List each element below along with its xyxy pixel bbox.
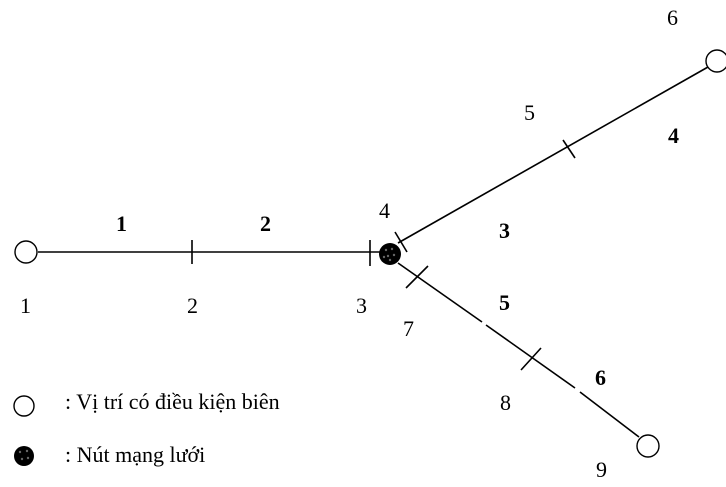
node-label-6: 6: [667, 5, 678, 30]
tick-node-4: [394, 231, 408, 253]
node-label-1: 1: [20, 293, 31, 318]
segment-label-5: 5: [499, 290, 510, 315]
legend-boundary-icon: [13, 395, 35, 417]
boundary-node-6: [705, 49, 726, 73]
legend-junction-icon: [14, 446, 34, 466]
segment-label-6: 6: [595, 365, 606, 390]
node-label-2: 2: [187, 293, 198, 318]
node-label-8: 8: [500, 390, 511, 415]
legend-boundary-text: : Vị trí có điều kiện biên: [65, 389, 280, 414]
boundary-node-1: [14, 240, 38, 264]
segment-label-2: 2: [260, 211, 271, 236]
segment-label-1: 1: [116, 211, 127, 236]
node-label-3: 3: [356, 293, 367, 318]
node-label-9: 9: [596, 457, 607, 482]
node-label-7: 7: [403, 316, 414, 341]
legend-junction-text: : Nút mạng lưới: [65, 442, 205, 467]
junction-node-4: [379, 243, 401, 265]
tick-node-8: [520, 347, 542, 371]
tick-node-7: [405, 265, 429, 289]
channel-7-8: [485, 324, 576, 389]
channel-4-7: [397, 262, 483, 323]
channel-4-6: [397, 66, 709, 244]
node-label-4: 4: [379, 198, 390, 223]
tick-node-5: [562, 139, 576, 159]
node-label-5: 5: [524, 100, 535, 125]
segment-label-3: 3: [499, 218, 510, 243]
boundary-node-9: [636, 434, 660, 458]
channel-8-9: [579, 391, 640, 438]
segment-label-4: 4: [668, 123, 679, 148]
